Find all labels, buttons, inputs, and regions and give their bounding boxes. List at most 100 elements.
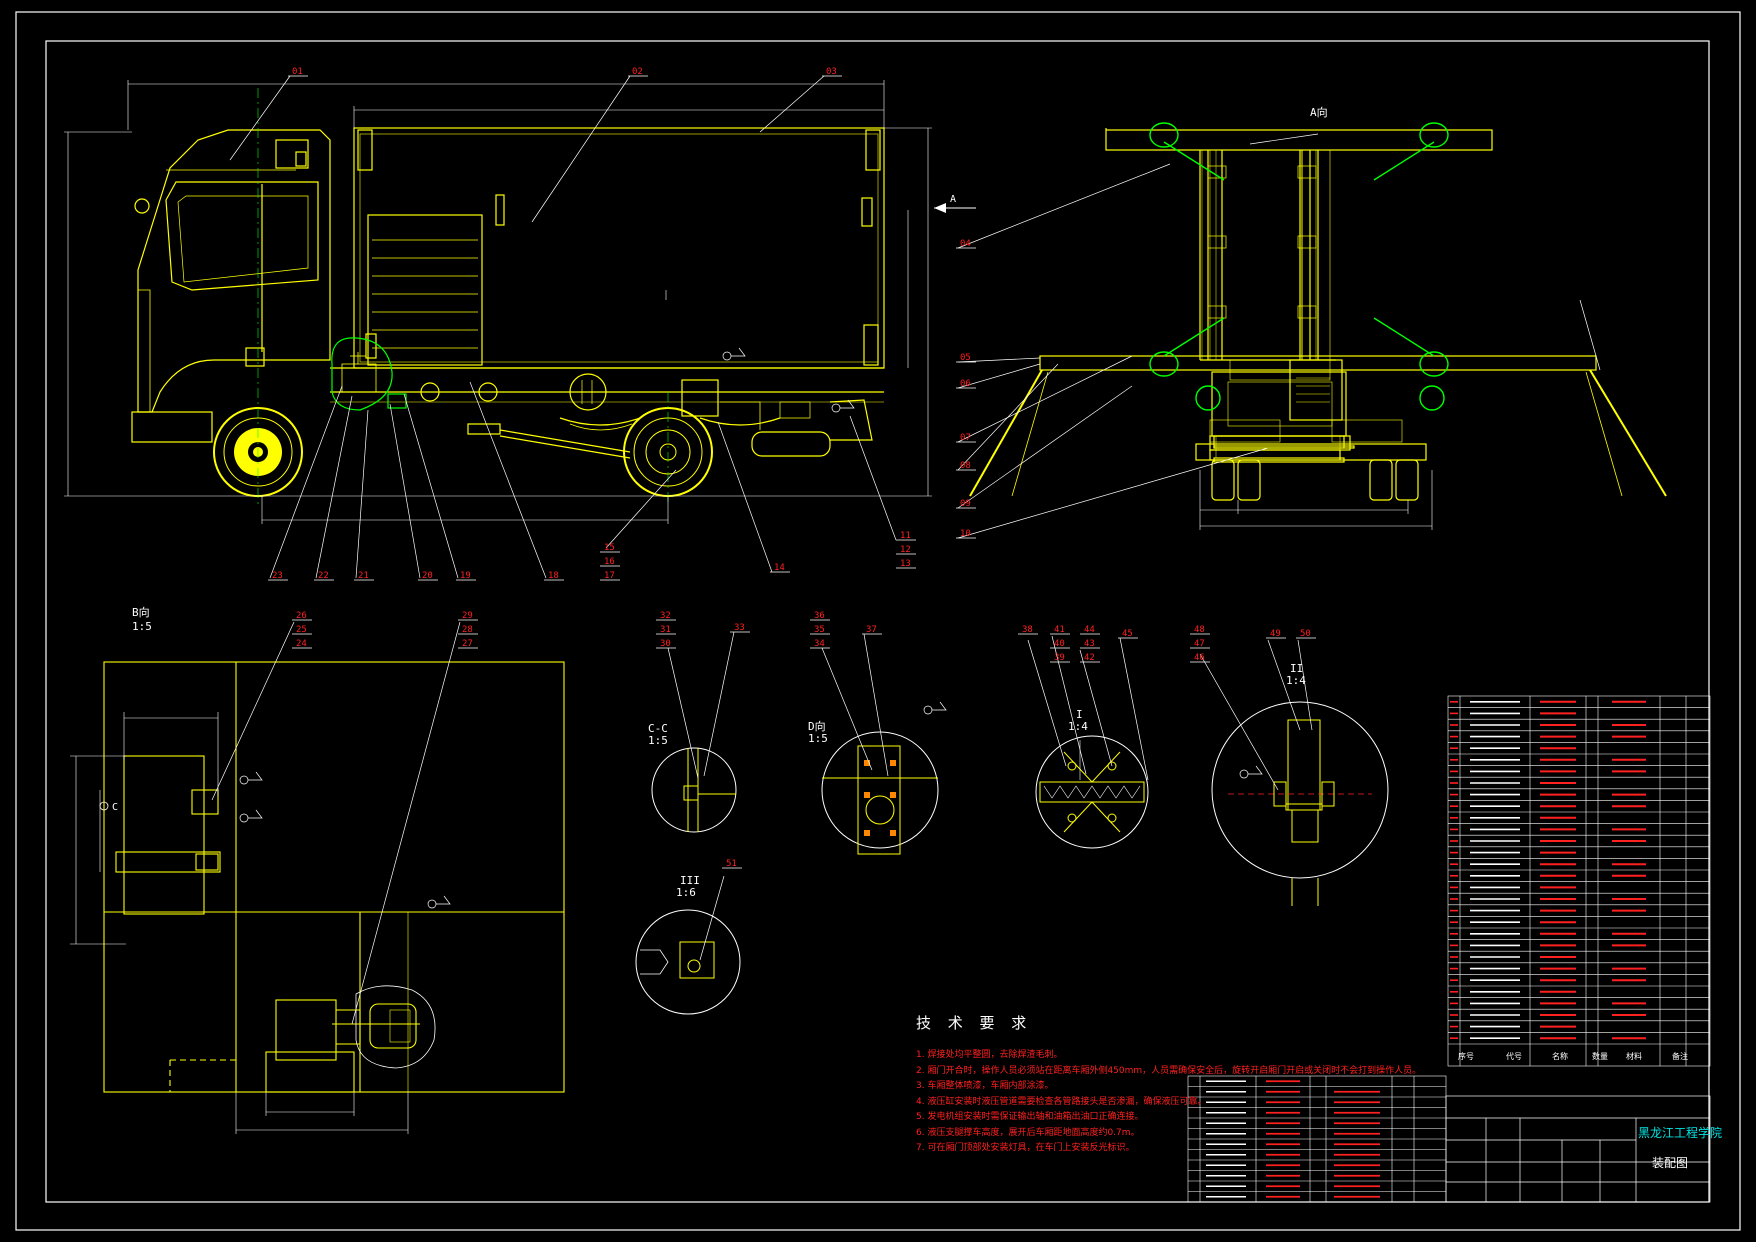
balloon-09: 09 [956,499,976,509]
balloon-33: 33 [730,623,750,633]
balloon-29: 29 [458,611,478,621]
svg-text:18: 18 [548,571,559,581]
svg-text:01: 01 [292,67,303,77]
svg-text:D向: D向 [808,719,826,733]
leader-lines [211,75,1601,1025]
balloon-48: 48 [1190,625,1210,635]
tech-requirements-title: 技 术 要 求 [916,1014,1033,1032]
balloon-44: 44 [1080,625,1100,635]
balloon-18: 18 [544,571,564,581]
weld-symbols [239,347,1263,909]
svg-text:17: 17 [604,571,615,581]
svg-text:B向: B向 [132,605,150,619]
rear-view-green-hinges [1149,122,1449,411]
balloon-47: 47 [1190,639,1210,649]
svg-text:46: 46 [1194,653,1205,663]
balloon-11: 11 [896,531,916,541]
svg-text:40: 40 [1054,639,1065,649]
svg-text:39: 39 [1054,653,1065,663]
svg-text:35: 35 [814,625,825,635]
balloon-40: 40 [1050,639,1070,649]
balloon-20: 20 [418,571,438,581]
svg-text:1:4: 1:4 [1068,720,1088,733]
svg-text:41: 41 [1054,625,1065,635]
svg-text:31: 31 [660,625,671,635]
balloon-45: 45 [1118,629,1138,639]
svg-text:30: 30 [660,639,671,649]
svg-text:15: 15 [604,543,615,553]
title-block [1445,1095,1711,1203]
balloon-07: 07 [956,433,976,443]
bom-header-cell: 备注 [1672,1051,1688,1061]
svg-text:C: C [112,802,118,813]
bill-of-materials-table [1447,695,1711,1067]
svg-text:32: 32 [660,611,671,621]
balloon-01: 01 [288,67,308,77]
svg-text:27: 27 [462,639,473,649]
bom-header-row: 序号代号名称数量材料备注 [1458,1051,1688,1061]
balloon-21: 21 [354,571,374,581]
svg-text:29: 29 [462,611,473,621]
svg-text:34: 34 [814,639,825,649]
svg-text:22: 22 [318,571,329,581]
svg-text:20: 20 [422,571,433,581]
svg-text:21: 21 [358,571,369,581]
balloon-35: 35 [810,625,830,635]
b-view-dimensions [70,712,409,1134]
svg-text:38: 38 [1022,625,1033,635]
tech-note: 1. 焊接处均平整圆，去除焊渣毛刺。 [916,1050,1063,1060]
b-view-detail [103,661,565,1093]
bom-header-cell: 名称 [1552,1051,1568,1061]
balloon-39: 39 [1050,653,1070,663]
svg-text:I: I [1076,708,1083,721]
d-view-detail [821,731,939,855]
svg-text:24: 24 [296,639,307,649]
balloon-28: 28 [458,625,478,635]
bom-header-cell: 数量 [1592,1051,1608,1061]
balloon-03: 03 [822,67,842,77]
side-view-dimensions [64,80,932,524]
balloon-10: 10 [956,529,976,539]
b-view-green-hose [355,985,436,1069]
svg-text:51: 51 [726,859,737,869]
inner-frame [45,40,1710,1203]
balloon-19: 19 [456,571,476,581]
iii-detail [635,909,741,1015]
balloon-23: 23 [268,571,288,581]
svg-text:III: III [680,874,700,887]
svg-text:04: 04 [960,239,971,249]
balloon-25: 25 [292,625,312,635]
bom-frame [1447,695,1711,1067]
balloon-49: 49 [1266,629,1286,639]
svg-text:08: 08 [960,461,971,471]
tech-note: 6. 液压支腿撑车高度，展开后车厢距地面高度约0.7m。 [916,1127,1140,1138]
svg-text:II: II [1290,662,1303,675]
tech-note: 3. 车厢整体喷漆，车厢内部涂漆。 [916,1081,1054,1091]
balloon-50: 50 [1296,629,1316,639]
svg-text:23: 23 [272,571,283,581]
balloon-06: 06 [956,379,976,389]
balloon-26: 26 [292,611,312,621]
svg-text:50: 50 [1300,629,1311,639]
balloon-32: 32 [656,611,676,621]
balloon-05: 05 [956,353,976,363]
balloon-42: 42 [1080,653,1100,663]
svg-text:12: 12 [900,545,911,555]
rear-view-dimensions [1199,470,1433,530]
svg-text:47: 47 [1194,639,1205,649]
svg-text:A: A [950,194,956,205]
outer-frame [15,11,1741,1231]
balloon-46: 46 [1190,653,1210,663]
svg-text:11: 11 [900,531,911,541]
svg-text:13: 13 [900,559,911,569]
svg-text:42: 42 [1084,653,1095,663]
balloon-16: 16 [600,557,620,567]
svg-text:03: 03 [826,67,837,77]
balloon-51: 51 [722,859,742,869]
svg-text:1:4: 1:4 [1286,674,1306,687]
balloon-12: 12 [896,545,916,555]
view-a-arrow: A [934,194,976,213]
balloon-04: 04 [956,239,976,249]
balloon-31: 31 [656,625,676,635]
